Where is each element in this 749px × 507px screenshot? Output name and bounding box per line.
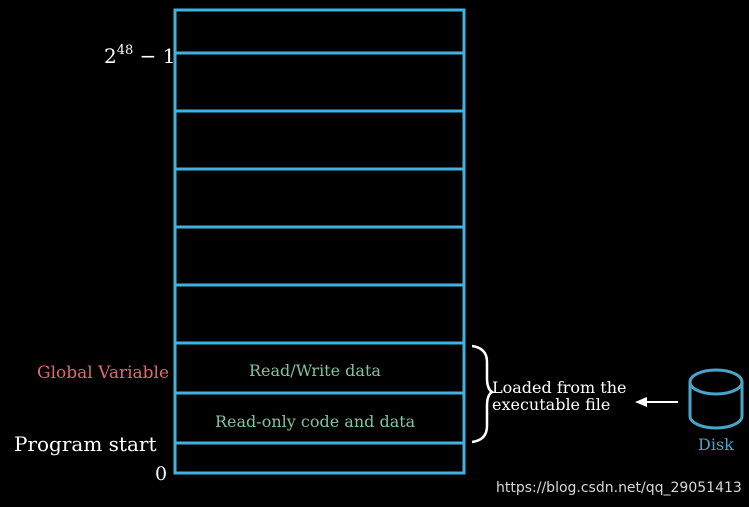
watermark: https://blog.csdn.net/qq_29051413: [496, 480, 742, 496]
program-start-label: Program start: [14, 432, 157, 456]
disk-icon: [688, 368, 744, 430]
curly-brace: [471, 344, 495, 444]
disk-label: Disk: [698, 435, 734, 454]
ro-code-segment-label: Read-only code and data: [215, 412, 416, 431]
top-address-base: 2: [104, 44, 117, 68]
rw-data-segment-label: Read/Write data: [249, 361, 381, 380]
loader-text-line1: Loaded from the: [492, 378, 627, 397]
memory-column: [173, 8, 466, 475]
top-address-suffix: − 1: [139, 44, 176, 68]
loader-text-line2: executable file: [492, 395, 611, 414]
arrow-left-icon: [635, 397, 678, 407]
memory-dividers: [175, 51, 464, 445]
bottom-address-label: 0: [155, 463, 168, 485]
global-variable-label: Global Variable: [37, 363, 170, 383]
top-address-label: 248 − 1: [104, 43, 176, 68]
top-address-exponent: 48: [116, 43, 134, 58]
